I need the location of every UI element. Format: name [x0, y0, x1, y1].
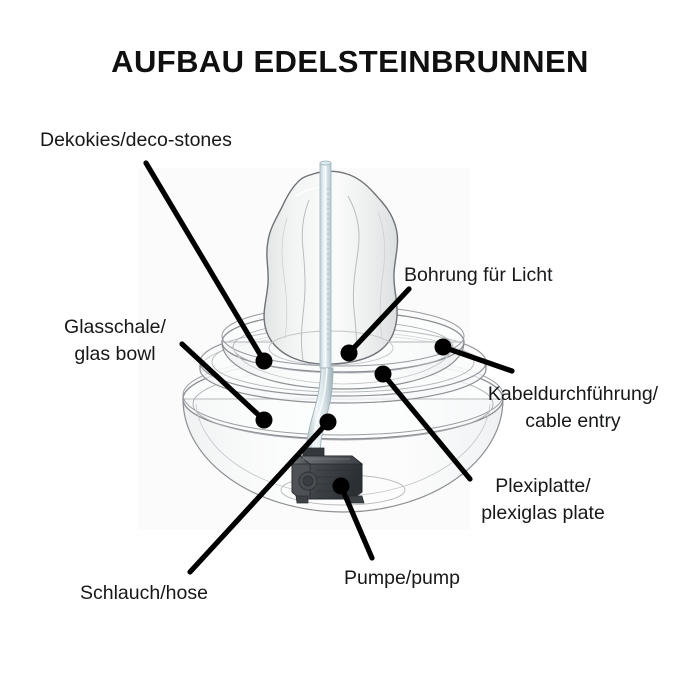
leader-bohrung-licht: [346, 286, 412, 356]
deco-stones-tray-part: [221, 305, 465, 390]
label-plexiglas-plate-line2: plexiglas plate: [481, 502, 605, 524]
label-cable-entry: Kabeldurchführung/cable entry: [487, 381, 659, 435]
dot-plexiglas-plate: [374, 365, 392, 383]
plexiglas-plate-part: [199, 327, 487, 404]
leader-glas-bowl: [179, 341, 267, 423]
label-plexiglas-plate: Plexiplatte/plexiglas plate: [473, 473, 613, 527]
leader-cable-entry: [440, 344, 515, 374]
label-glas-bowl-line2: glas bowl: [74, 343, 156, 365]
glass-bowl-part: [182, 354, 504, 513]
leader-hose: [187, 419, 331, 575]
label-glas-bowl: Glasschale/glas bowl: [52, 314, 178, 368]
dot-hose: [319, 413, 337, 431]
hose-part: [305, 367, 334, 456]
label-bohrung-licht: Bohrung für Licht: [404, 264, 553, 286]
dot-bohrung-licht: [340, 344, 358, 362]
gemstone-part: [263, 170, 399, 366]
leader-dots: [255, 338, 452, 495]
label-deco-stones: Dekokies/deco-stones: [40, 129, 232, 151]
dot-pump: [332, 477, 350, 495]
label-cable-entry-line1: Kabeldurchführung/: [487, 383, 659, 405]
label-hose: Schlauch/hose: [80, 582, 208, 604]
leader-pump: [338, 483, 375, 561]
illustration-backdrop: [138, 168, 470, 530]
label-pump: Pumpe/pump: [344, 567, 460, 589]
dot-cable-entry: [434, 338, 452, 356]
riser-tube-part: [319, 160, 332, 369]
leader-plexiglas-plate: [380, 371, 473, 482]
label-cable-entry-line2: cable entry: [525, 410, 621, 432]
pump-part: [291, 447, 365, 504]
label-glas-bowl-line1: Glasschale/: [64, 316, 166, 338]
label-plexiglas-plate-line1: Plexiplatte/: [495, 475, 591, 497]
page-title: AUFBAU EDELSTEINBRUNNEN: [111, 44, 589, 79]
dot-deco-stones: [255, 352, 273, 370]
leader-lines: [143, 160, 515, 575]
dot-glas-bowl: [255, 411, 273, 429]
